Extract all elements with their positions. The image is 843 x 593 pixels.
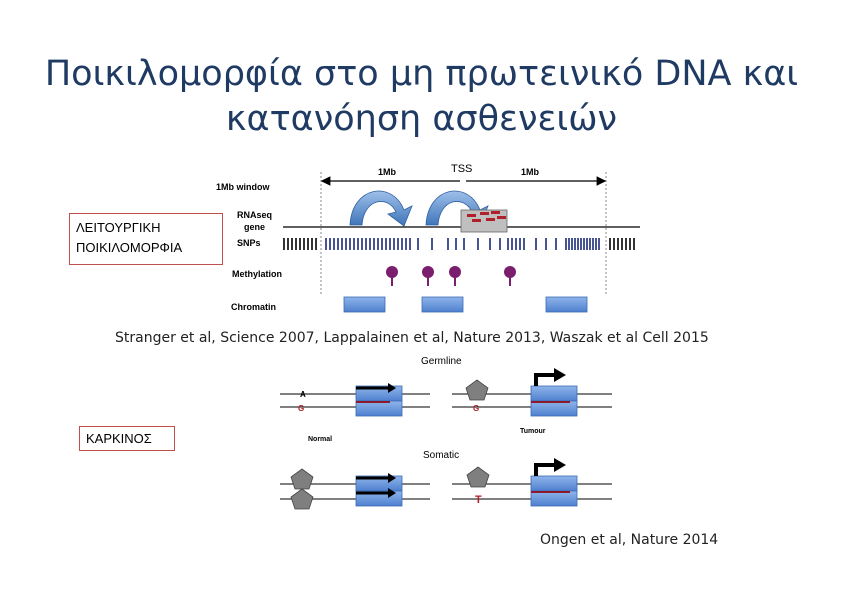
rnaseq-read — [486, 218, 495, 221]
functional-variation-box: ΛΕΙΤΟΥΡΓΙΚΗ ΠΟΙΚΙΛΟΜΟΡΦΙΑ — [69, 213, 223, 265]
transcription-factor-icon — [290, 468, 314, 490]
citation-top: Stranger et al, Science 2007, Lappalaine… — [115, 330, 709, 346]
curved-arrow-left — [349, 190, 413, 227]
methylation-site — [504, 266, 516, 286]
slide-title: Ποικιλομορφία στο μη πρωτεινικό DNA και … — [0, 52, 843, 142]
transcription-arrow-head — [388, 473, 396, 483]
gene-block — [530, 475, 578, 492]
chromatin-block — [343, 296, 386, 313]
transcription-factor-icon — [290, 488, 314, 510]
allele-g-tumour: G — [473, 404, 479, 413]
transcription-arrow-head — [554, 458, 566, 472]
transcription-factor-icon — [466, 466, 490, 488]
left-span-label: 1Mb — [378, 167, 397, 177]
chromatin-label: Chromatin — [231, 302, 276, 312]
chromatin-block — [545, 296, 588, 313]
gene-block — [530, 490, 578, 507]
chromatin-block — [421, 296, 464, 313]
allele-t: T — [475, 494, 482, 506]
gene-block — [530, 400, 578, 417]
methylation-site — [422, 266, 434, 286]
germline-label: Germline — [421, 356, 462, 367]
rnaseq-read — [467, 214, 476, 217]
functional-variation-line-1: ΛΕΙΤΟΥΡΓΙΚΗ — [76, 220, 161, 235]
functional-variation-line-2: ΠΟΙΚΙΛΟΜΟΡΦΙΑ — [76, 240, 183, 255]
citation-bottom: Ongen et al, Nature 2014 — [540, 532, 719, 548]
window-label: 1Mb window — [216, 182, 270, 192]
gene-label: gene — [244, 222, 265, 232]
transcription-arrow-head — [388, 488, 396, 498]
tumour-label: Tumour — [520, 428, 546, 435]
normal-label: Normal — [308, 436, 332, 443]
allele-a: A — [300, 390, 306, 399]
tss-label: TSS — [451, 163, 472, 175]
gene-block — [530, 385, 578, 402]
methylation-label: Methylation — [232, 269, 282, 279]
transcription-factor-icon — [465, 379, 489, 401]
somatic-label: Somatic — [423, 450, 459, 461]
right-span-label: 1Mb — [521, 167, 540, 177]
rnaseq-read — [480, 212, 489, 215]
snps-label: SNPs — [237, 238, 261, 248]
cancer-box: ΚΑΡΚΙΝΟΣ — [79, 426, 175, 451]
methylation-site — [386, 266, 398, 286]
allele-g-normal: G — [298, 404, 304, 413]
transcription-arrow-large — [534, 373, 556, 386]
rnaseq-read — [497, 216, 506, 219]
rnaseq-read — [472, 219, 481, 222]
rnaseq-read — [491, 211, 500, 214]
title-line-1: Ποικιλομορφία στο μη πρωτεινικό DNA και — [44, 54, 799, 94]
transcription-arrow-large — [534, 463, 556, 476]
methylation-site — [449, 266, 461, 286]
snp-track — [283, 238, 635, 250]
transcription-arrow-head — [554, 368, 566, 382]
rnaseq-label: RNAseq — [237, 210, 272, 220]
transcription-arrow-head — [388, 383, 396, 393]
title-line-2: κατανόηση ασθενειών — [225, 99, 618, 139]
gene-block — [355, 400, 403, 417]
